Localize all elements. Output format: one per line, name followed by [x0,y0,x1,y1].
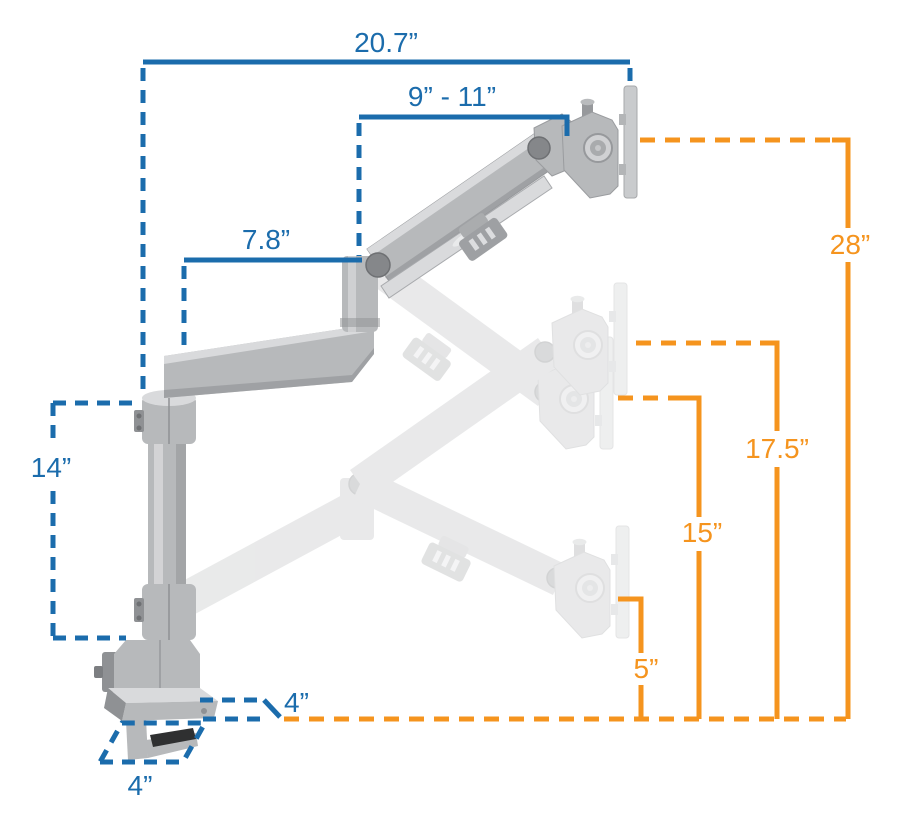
dimension-label: 4” [284,687,309,718]
ghost-arm-5 [353,469,630,639]
head-pivot [527,136,551,160]
clamp-hook-vertical [126,719,148,760]
ghost-elbow-pivot [348,472,372,496]
collar-bolt [136,615,142,621]
ghost-arm-15 [368,254,614,450]
pole-shade [176,402,186,654]
gas-spring-arm [365,113,577,299]
collar-bolt [136,601,142,607]
dim-arm-reach: 20.7” [140,27,633,396]
elbow-pivot [365,252,391,278]
dimensions-orange: 28” 17.5” 15” 5” [284,137,872,722]
desk-clamp [94,640,218,760]
ghost-positions [166,254,630,639]
dimensions-blue: 20.7” 9” - 11” 7.8” 14” 4” 4” [25,27,633,801]
ghost-gas-arm [368,254,558,406]
pole-highlight [154,402,163,654]
ghost-lower-arm [166,472,374,620]
ghost-riser [340,478,374,540]
clamp-screw [201,708,207,714]
label-backing [25,446,77,484]
clamp-plate-front [122,701,218,721]
clamp-pad [150,728,196,747]
dimension-label: 5” [634,653,659,684]
dimension-label: 9” - 11” [408,81,496,112]
dimension-label: 4” [128,770,153,801]
clamp-knob [94,666,103,678]
dimension-line [682,395,702,719]
dim-screen-height-15: 15” [618,395,726,719]
collar-clamp-tab [134,410,144,432]
label-backing [626,653,666,685]
label-backing [740,431,814,467]
dimension-line [359,114,570,136]
ghost-gas-arm [353,469,567,595]
ghost-beam [166,494,362,620]
dim-upper-arm-extension: 9” - 11” [356,81,570,256]
dimension-line [760,340,780,719]
dimension-label: 15” [682,517,722,548]
gas-arm-body [366,133,557,282]
gas-arm-top-edge [367,134,539,256]
dimension-label: 7.8” [242,224,290,255]
dim-min-screen-height: 5” [618,596,666,719]
dim-max-screen-height: 28” [640,137,872,719]
riser-highlight [348,256,356,332]
dim-clamp-width: 4” [95,720,210,801]
collar-bolt [136,425,142,431]
riser-ring [340,318,380,327]
lower-arm [164,256,380,398]
dimension-label: 17.5” [745,433,809,464]
clamp-body [114,640,200,688]
dim-clamp-depth: 4” [200,687,309,722]
beam-underside [164,348,374,398]
clamp-plate-top [108,688,218,703]
dimension-label: 14” [31,452,71,483]
vesa-head [561,85,638,199]
dimension-line [262,698,282,719]
beam-top-face [164,324,374,364]
dim-screen-height-17-5: 17.5” [636,340,814,719]
dimension-line [832,137,851,719]
dimension-label: 20.7” [354,27,418,58]
pole [134,390,196,654]
dimension-label: 28” [830,229,870,260]
clamp-plate-side [104,688,126,721]
ghost-arm-17-5 [350,282,628,498]
dim-lower-arm-length: 7.8” [181,224,362,354]
ghost-vesa-head-5 [553,525,630,639]
ghost-pivot [534,341,556,363]
collar-bolt [136,413,142,419]
monitor-arm [94,85,638,760]
dim-pole-height: 14” [25,400,140,641]
label-backing [678,517,726,551]
dimension-line [95,720,210,765]
label-backing [826,228,872,262]
ghost-gas-arm [350,338,558,498]
